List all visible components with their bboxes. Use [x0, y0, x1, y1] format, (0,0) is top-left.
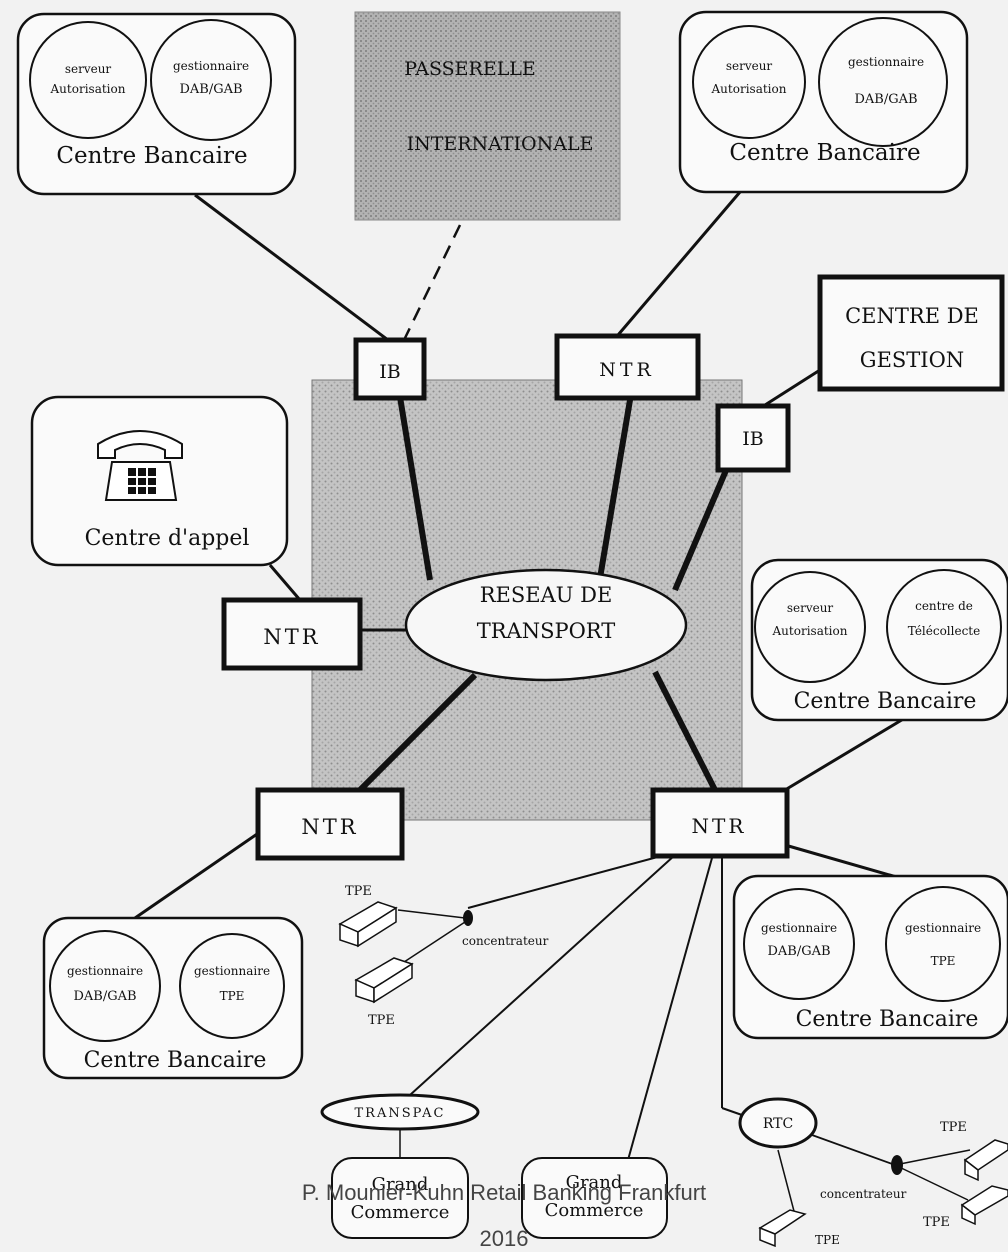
reseau-ellipse: RESEAU DE TRANSPORT: [404, 568, 688, 682]
centre-gestion-box: CENTRE DE GESTION: [817, 274, 1005, 392]
bank-center-top-left: serveur Autorisation gestionnaire DAB/GA…: [16, 12, 297, 196]
tpe-label-lower: TPE: [368, 1013, 395, 1028]
bank-center-bottom-left: gestionnaire DAB/GAB gestionnaire TPE Ce…: [42, 916, 304, 1080]
bank-tl-circle1-line1: serveur: [65, 62, 112, 76]
node-ntr-bottom-left: NTR: [255, 787, 405, 861]
centre-gestion-line1: CENTRE DE: [845, 304, 979, 328]
node-ntr-bottom-right-label: NTR: [692, 814, 747, 838]
tpe-group-right: concentrateur TPE TPE TPE: [758, 1120, 1008, 1247]
concentrateur-label-right: concentrateur: [820, 1187, 907, 1201]
tpe-terminal-icon: [960, 1185, 1008, 1226]
bank-bl-circle2-line2: TPE: [220, 989, 245, 1003]
bank-mr-label: Centre Bancaire: [794, 689, 977, 714]
connections: [134, 191, 971, 1216]
footer-caption: P. Mounier-Kuhn Retail Banking Frankfurt: [301, 1180, 707, 1205]
node-ntr-top-label: NTR: [599, 359, 655, 381]
centre-appel-box: Centre d'appel: [30, 395, 289, 567]
tpe-label-upper: TPE: [345, 884, 372, 899]
node-ntr-bottom-left-label: NTR: [301, 815, 358, 839]
grand-commerce-right-line1: Grand: [566, 1172, 623, 1193]
grand-commerce-left-line1: Grand: [372, 1174, 429, 1195]
bank-mr-circle1-line2: Autorisation: [772, 624, 848, 638]
telephone-icon: [97, 430, 183, 501]
bank-mr-circle2-line1: centre de: [915, 599, 973, 613]
node-ib-right: IB: [715, 403, 791, 473]
rtc-label: RTC: [763, 1116, 793, 1132]
tpe-terminal-icon: [758, 1209, 807, 1247]
bank-center-mid-right: serveur Autorisation centre de Télécolle…: [750, 558, 1008, 722]
centre-gestion-line2: GESTION: [860, 348, 964, 372]
bank-bl-circle1-line1: gestionnaire: [67, 964, 143, 978]
bank-tl-label: Centre Bancaire: [56, 143, 247, 169]
transpac-node: TRANSPAC: [320, 1093, 480, 1131]
tpe-label-right-bottom: TPE: [815, 1233, 840, 1247]
grand-commerce-left-line2: Commerce: [351, 1202, 450, 1223]
bank-br-circle2-line2: TPE: [931, 954, 956, 968]
bank-mr-circle2-line2: Télécollecte: [908, 624, 980, 638]
reseau-line1: RESEAU DE: [480, 583, 613, 607]
bank-tr-label: Centre Bancaire: [729, 140, 920, 166]
bank-br-label: Centre Bancaire: [796, 1007, 979, 1032]
bank-bl-label: Centre Bancaire: [84, 1048, 267, 1073]
node-ntr-left-label: NTR: [263, 625, 320, 649]
grand-commerce-left: Grand Commerce: [331, 1157, 469, 1239]
bank-tr-circle2-line2: DAB/GAB: [854, 92, 917, 107]
passerelle-box: PASSERELLE INTERNATIONALE: [354, 11, 621, 221]
grand-commerce-right-line2: Commerce: [545, 1200, 644, 1221]
node-ib-top: IB: [353, 337, 427, 401]
bank-center-bottom-right: gestionnaire DAB/GAB gestionnaire TPE Ce…: [732, 874, 1008, 1040]
node-ib-top-label: IB: [379, 361, 400, 383]
concentrator-node-icon: [463, 910, 473, 926]
tpe-terminal-icon: [963, 1139, 1008, 1182]
bank-center-top-right: serveur Autorisation gestionnaire DAB/GA…: [678, 10, 969, 194]
bank-tr-circle1-line1: serveur: [726, 59, 773, 73]
bank-br-circle1-line1: gestionnaire: [761, 921, 837, 935]
concentrateur-label-left: concentrateur: [462, 934, 549, 948]
tpe-terminal-icon: [338, 901, 398, 948]
tpe-group-left: TPE TPE concentrateur: [338, 884, 549, 1028]
rtc-node: RTC: [738, 1097, 818, 1149]
footer-year: 2016: [479, 1226, 529, 1251]
reseau-line2: TRANSPORT: [477, 619, 616, 643]
bank-br-circle2-line1: gestionnaire: [905, 921, 981, 935]
centre-appel-label: Centre d'appel: [85, 526, 250, 551]
tpe-label-right-lower: TPE: [923, 1215, 950, 1230]
bank-bl-circle1-line2: DAB/GAB: [73, 989, 136, 1004]
bank-bl-circle2-line1: gestionnaire: [194, 964, 270, 978]
grand-commerce-right: Grand Commerce: [521, 1157, 668, 1239]
passerelle-line1: PASSERELLE: [404, 58, 536, 80]
concentrator-node-icon: [891, 1155, 903, 1175]
bank-br-circle1-line2: DAB/GAB: [767, 944, 830, 959]
node-ntr-bottom-right: NTR: [650, 787, 790, 859]
node-ntr-top: NTR: [554, 333, 701, 401]
transpac-label: TRANSPAC: [354, 1106, 445, 1121]
bank-tl-circle2-line2: DAB/GAB: [179, 82, 242, 97]
bank-tr-circle2-line1: gestionnaire: [848, 55, 924, 69]
bank-tl-circle2-line1: gestionnaire: [173, 59, 249, 73]
node-ib-right-label: IB: [742, 428, 763, 450]
bank-tr-circle1-line2: Autorisation: [711, 82, 787, 96]
tpe-terminal-icon: [354, 957, 414, 1004]
bank-tl-circle1-line2: Autorisation: [50, 82, 126, 96]
node-ntr-left: NTR: [221, 597, 363, 671]
tpe-label-right-upper: TPE: [940, 1120, 967, 1135]
bank-mr-circle1-line1: serveur: [787, 601, 834, 615]
passerelle-line2: INTERNATIONALE: [407, 133, 594, 155]
